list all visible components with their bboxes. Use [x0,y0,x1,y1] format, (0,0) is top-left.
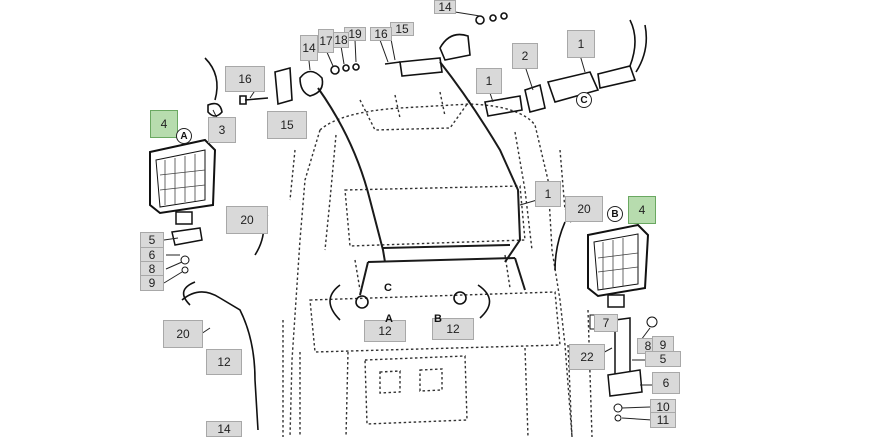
callout-14-mid[interactable]: 14 [300,35,318,61]
callout-2[interactable]: 2 [512,43,538,69]
callout-1-left[interactable]: 1 [476,68,502,94]
left-work-light [149,138,217,274]
callout-3[interactable]: 3 [208,117,236,143]
callout-20-bottom[interactable]: 20 [163,320,203,348]
callout-15-top[interactable]: 15 [390,22,414,36]
callout-16-left[interactable]: 16 [225,66,265,92]
right-work-light [587,223,658,422]
callout-20-right[interactable]: 20 [565,196,603,222]
tag-a: A [385,313,393,325]
callout-17[interactable]: 17 [318,29,334,53]
tag-b: B [434,313,442,325]
callout-1-top[interactable]: 1 [567,30,595,58]
callout-22[interactable]: 22 [569,344,605,370]
callout-16-top[interactable]: 16 [370,27,392,41]
callout-5-left[interactable]: 5 [140,232,164,248]
callout-7[interactable]: 7 [594,314,618,332]
callout-20-left[interactable]: 20 [226,206,268,234]
callout-1-right[interactable]: 1 [535,181,561,207]
wiring-harness [317,61,526,296]
tractor-body-outline [282,91,593,437]
callout-4-left[interactable]: 4 [150,110,178,138]
callout-6-right[interactable]: 6 [652,372,680,394]
callout-18[interactable]: 18 [333,32,349,48]
callout-8-left[interactable]: 8 [140,261,164,277]
callout-14-top[interactable]: 14 [434,0,456,14]
callout-4-right[interactable]: 4 [628,196,656,224]
callout-9-left[interactable]: 9 [140,275,164,291]
callout-14-bottom[interactable]: 14 [206,421,242,437]
callout-12-mid2[interactable]: 12 [432,318,474,340]
callout-12-mid1[interactable]: 12 [364,320,406,342]
callout-5-right[interactable]: 5 [645,351,681,367]
callout-11[interactable]: 11 [650,412,676,428]
marker-b-circle: B [607,206,623,222]
callout-19[interactable]: 19 [344,27,366,41]
marker-c-circle: C [576,92,592,108]
tag-c: C [384,282,392,294]
marker-a-circle: A [176,128,192,144]
callout-12-left[interactable]: 12 [206,349,242,375]
callout-15-left[interactable]: 15 [267,111,307,139]
